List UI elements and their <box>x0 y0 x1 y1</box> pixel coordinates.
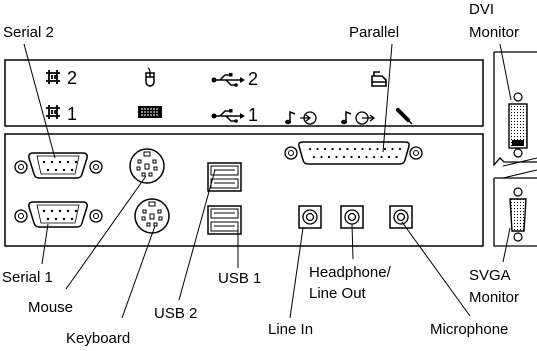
microphone-icon <box>396 108 413 125</box>
parallel-pin <box>395 155 398 159</box>
parallel-pin <box>387 155 391 159</box>
parallel-pin <box>361 147 364 151</box>
parallel-pin <box>353 147 357 151</box>
headphone-label-line1: Headphone/ <box>309 264 392 281</box>
parallel-pin <box>368 147 372 151</box>
parallel-pin <box>380 155 383 159</box>
parallel-pin <box>372 155 376 159</box>
serial-2-label: Serial 2 <box>3 24 54 41</box>
keyboard-label: Keyboard <box>66 330 130 347</box>
printer-icon <box>371 71 387 87</box>
serial-bottom-number: 1 <box>67 104 77 124</box>
dvi-label-line2: Monitor <box>469 24 519 41</box>
usb-top-number: 2 <box>248 69 258 89</box>
mouse-port[interactable] <box>129 148 165 184</box>
keyboard-icon <box>138 106 162 118</box>
usb-bottom-number: 1 <box>248 105 258 125</box>
parallel-pin <box>391 147 394 151</box>
dvi-port[interactable] <box>508 92 528 158</box>
microphone-jack[interactable] <box>389 205 413 229</box>
parallel-pin <box>346 147 349 151</box>
usb-1-label: USB 1 <box>218 270 261 287</box>
parallel-pin <box>308 147 312 151</box>
leader-lines <box>23 43 512 319</box>
svga-label-line2: Monitor <box>469 289 519 306</box>
serial-port-icon <box>46 70 60 84</box>
line-in-icon <box>285 110 317 125</box>
parallel-pin <box>342 155 346 159</box>
usb-2-label: USB 2 <box>154 305 197 322</box>
mouse-label: Mouse <box>28 299 73 316</box>
parallel-pin <box>316 147 319 151</box>
keyboard-port[interactable] <box>134 198 170 234</box>
usb-2-ports[interactable] <box>207 162 242 192</box>
usb-icon <box>211 109 245 123</box>
parallel-pin <box>327 155 331 159</box>
line-in-jack[interactable] <box>298 205 322 229</box>
parallel-pin <box>357 155 361 159</box>
svga-port[interactable] <box>509 187 527 242</box>
parallel-pin <box>350 155 353 159</box>
headphone-label-line2: Line Out <box>309 285 367 302</box>
serial-2-port[interactable] <box>14 152 103 179</box>
parallel-pin <box>365 155 368 159</box>
parallel-pin <box>383 147 387 151</box>
parallel-pin <box>335 155 338 159</box>
parallel-pin <box>398 147 402 151</box>
parallel-pin <box>376 147 379 151</box>
parallel-pin <box>331 147 334 151</box>
dvi-label-line1: DVI <box>469 1 494 18</box>
mouse-icon <box>145 67 155 87</box>
serial-1-port[interactable] <box>14 201 103 228</box>
line-out-jack[interactable] <box>340 205 364 229</box>
connector-panel <box>4 133 484 247</box>
svga-label-line1: SVGA <box>469 267 511 284</box>
parallel-label: Parallel <box>349 24 399 41</box>
serial-top-number: 2 <box>67 68 77 88</box>
parallel-pin <box>320 155 323 159</box>
parallel-port[interactable] <box>284 141 423 165</box>
line-in-label: Line In <box>268 321 313 338</box>
microphone-label: Microphone <box>430 321 508 338</box>
parallel-pin <box>338 147 342 151</box>
parallel-pin <box>312 155 316 159</box>
serial-port-icon <box>46 105 60 119</box>
serial-1-label: Serial 1 <box>2 269 53 286</box>
usb-icon <box>211 73 245 87</box>
usb-1-ports[interactable] <box>207 205 242 235</box>
line-out-icon <box>341 110 376 125</box>
parallel-pin <box>323 147 327 151</box>
